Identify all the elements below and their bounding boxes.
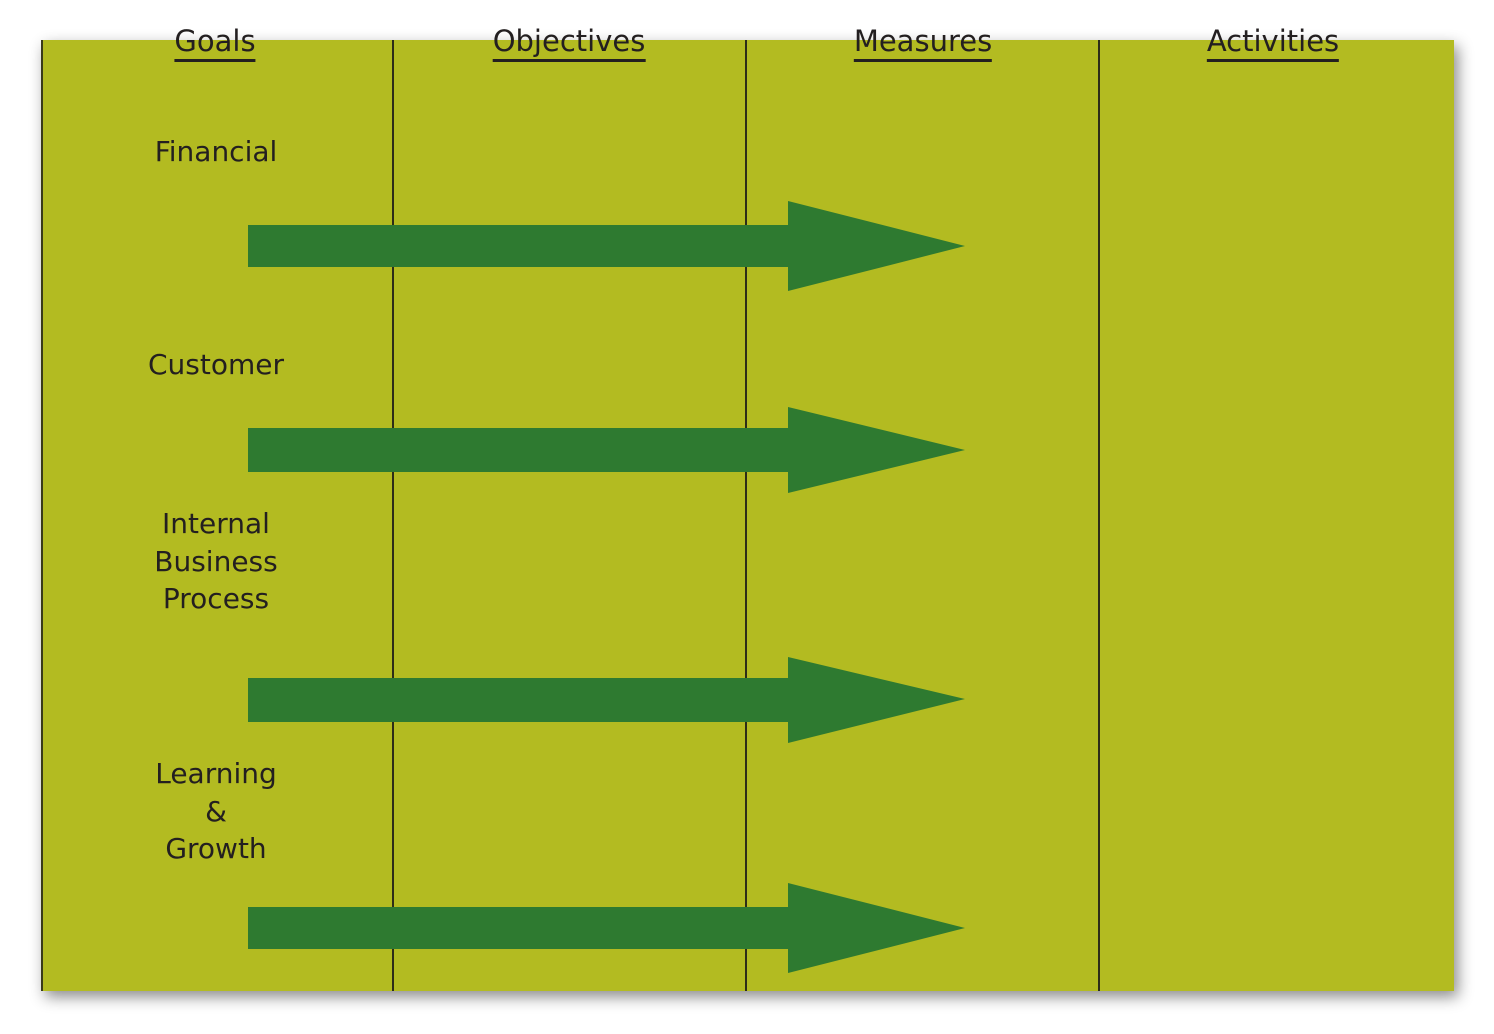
column-header-measures: Measures (853, 24, 993, 62)
column-divider-3 (1098, 40, 1100, 991)
column-header-goals: Goals (174, 24, 256, 62)
goal-learning-growth: Learning & Growth (155, 757, 277, 865)
column-divider-1 (392, 40, 394, 991)
column-header-objectives-label: Objectives (492, 24, 646, 62)
balanced-scorecard-panel (41, 40, 1454, 991)
column-header-activities-label: Activities (1206, 24, 1340, 62)
goal-customer: Customer (147, 348, 284, 381)
column-header-goals-label: Goals (174, 24, 256, 62)
column-divider-2 (745, 40, 747, 991)
goal-financial: Financial (154, 135, 278, 168)
column-header-objectives: Objectives (492, 24, 646, 62)
column-header-activities: Activities (1206, 24, 1340, 62)
goal-internal-business-process: Internal Business Process (154, 507, 278, 615)
column-header-measures-label: Measures (853, 24, 993, 62)
